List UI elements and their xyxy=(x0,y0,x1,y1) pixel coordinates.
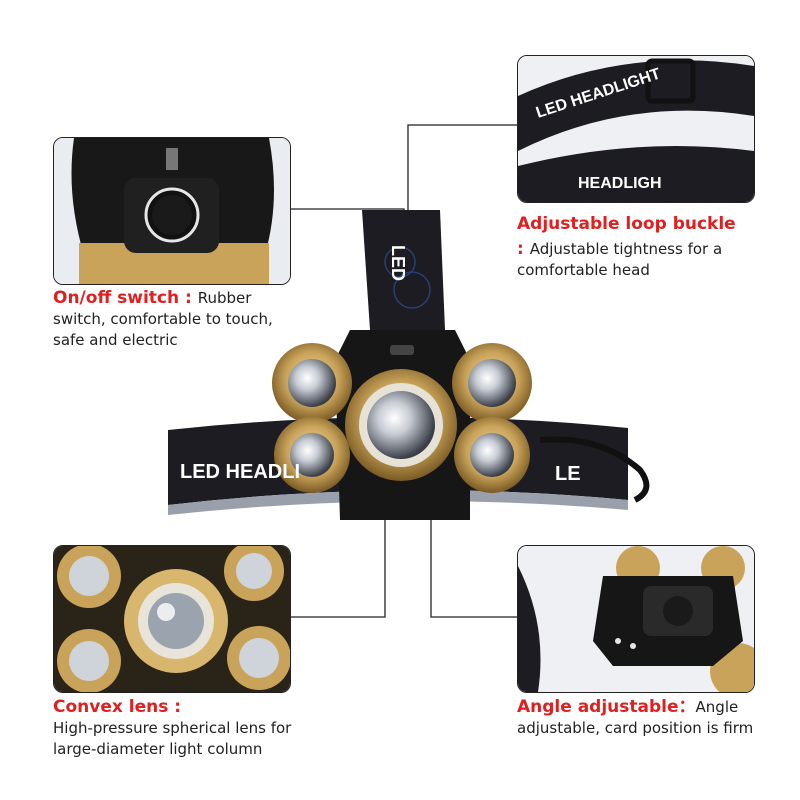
caption-angle-title: Angle adjustable xyxy=(517,697,679,717)
lamp-top-left xyxy=(272,343,352,423)
lamp-bottom-left xyxy=(274,417,350,493)
caption-switch: On/off switch : Rubber switch, comfortab… xyxy=(53,288,303,351)
top-strap xyxy=(362,210,445,330)
power-button xyxy=(390,345,414,355)
caption-switch-separator: : xyxy=(179,288,198,308)
panel-angle-photo xyxy=(517,545,755,693)
panel-buckle-photo: LED HEADLIGHT HEADLIGH xyxy=(517,55,755,203)
panel-lens-photo xyxy=(53,545,291,693)
caption-buckle-separator: : xyxy=(517,239,530,259)
strap-label-right: LE xyxy=(555,463,581,485)
caption-switch-title: On/off switch xyxy=(53,288,180,308)
leader-angle xyxy=(430,488,517,618)
caption-angle: Angle adjustable：Angle adjustable, card … xyxy=(517,697,777,739)
caption-lens-title: Convex lens xyxy=(53,697,169,717)
caption-lens-description: High-pressure spherical lens for large-d… xyxy=(53,719,292,758)
caption-buckle-title: Adjustable loop buckle xyxy=(517,214,736,234)
caption-buckle-description: Adjustable tightness for a comfortable h… xyxy=(517,240,723,279)
leader-buckle xyxy=(407,124,517,228)
buckle-strap-label-bottom: HEADLIGH xyxy=(578,175,662,192)
caption-angle-description: Angle adjustable, card position is firm xyxy=(517,698,754,737)
strap-label-left: LED HEADLI xyxy=(180,461,300,483)
caption-lens-separator: : xyxy=(168,697,182,717)
cable xyxy=(539,436,650,503)
top-strap-label: LED xyxy=(388,245,408,281)
caption-angle-separator: ： xyxy=(678,697,696,717)
lamp-bottom-right xyxy=(454,417,530,493)
panel-switch-photo xyxy=(53,137,291,285)
caption-buckle: Adjustable loop buckle : Adjustable tigh… xyxy=(517,214,777,281)
caption-switch-description: Rubber switch, comfortable to touch, saf… xyxy=(53,289,273,349)
headlamp-product-image: LED HEADLI LE LED xyxy=(168,210,650,520)
lamp-top-right xyxy=(452,343,532,423)
caption-lens: Convex lens : High-pressure spherical le… xyxy=(53,697,303,760)
lamp-center xyxy=(345,369,457,481)
